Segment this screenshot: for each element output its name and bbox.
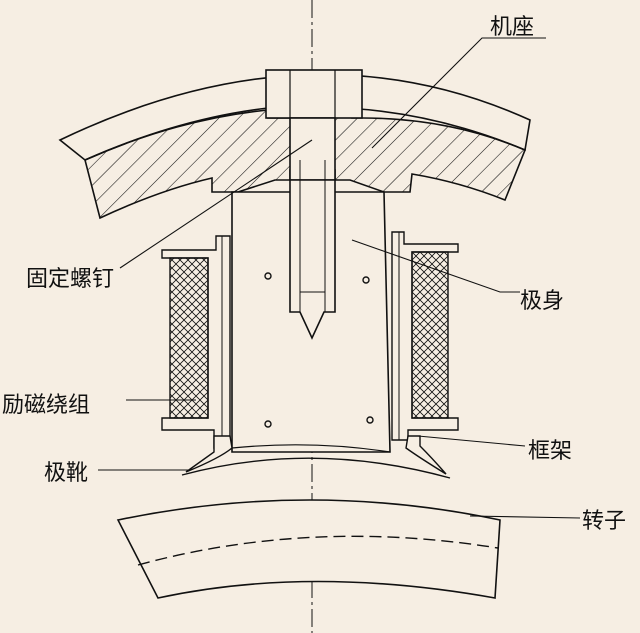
- rotor: [116, 499, 501, 599]
- left-field-winding: [169, 257, 209, 419]
- rotor-surface-arc: [181, 457, 451, 479]
- label-frame: 机座: [490, 15, 534, 40]
- label-coil-former: 框架: [528, 439, 572, 464]
- label-fixing-screw: 固定螺钉: [26, 267, 114, 292]
- bolt-head: [265, 69, 363, 119]
- label-pole-body: 极身: [520, 289, 564, 314]
- pole-shoe-right: [405, 435, 447, 475]
- leader-lines: [98, 37, 581, 519]
- label-pole-shoe: 极靴: [44, 461, 88, 486]
- bolt-threaded-hole: [289, 179, 336, 340]
- right-field-winding: [411, 251, 449, 419]
- bolt-shank: [289, 117, 336, 181]
- pole-shoe: [185, 435, 233, 473]
- pole-rivets: [264, 272, 374, 428]
- rotor-pitch-line: [137, 535, 499, 566]
- label-rotor: 转子: [582, 509, 626, 534]
- label-field-winding: 励磁绕组: [2, 393, 90, 418]
